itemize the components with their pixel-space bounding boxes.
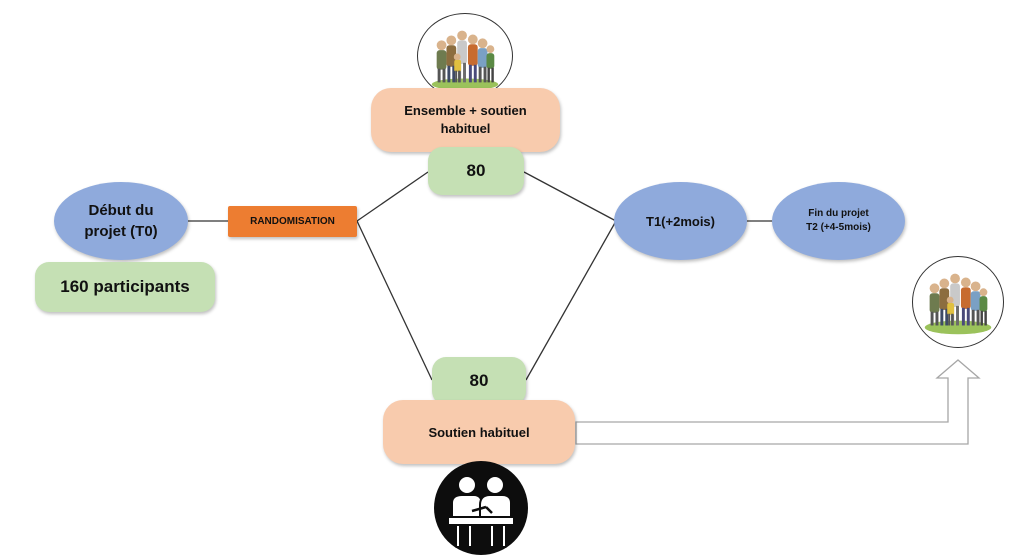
arm-control-count: 80 — [432, 357, 526, 405]
arm-control-label: Soutien habituel — [428, 424, 530, 440]
randomisation-box: RANDOMISATION — [228, 206, 357, 237]
line-randomisation-to-bottom — [356, 220, 433, 381]
participants-label: 160 participants — [60, 277, 190, 296]
arm-intervention-box: Ensemble + soutien habituel — [371, 88, 560, 152]
group-top-icon — [417, 13, 513, 99]
line-top-to-t1 — [523, 171, 617, 222]
arm-control-count-value: 80 — [469, 371, 489, 390]
t1-label: T1(+2mois) — [646, 213, 715, 229]
group-of-people-icon — [431, 30, 499, 91]
line-randomisation-to-top — [356, 171, 429, 222]
end-line1: Fin du projet — [808, 208, 869, 219]
start-line1: Début du — [88, 202, 154, 219]
consultation-icon — [447, 475, 515, 548]
consultation-icon-circle — [434, 461, 528, 555]
group-of-people-icon — [924, 273, 992, 335]
group-right-icon — [912, 256, 1004, 348]
arm-control-box: Soutien habituel — [383, 400, 575, 464]
participants-box: 160 participants — [35, 262, 215, 312]
start-node: Début du projet (T0) — [54, 182, 188, 260]
start-line2: projet (T0) — [84, 223, 158, 240]
hollow-arrow — [575, 359, 981, 445]
arm-intervention-count-value: 80 — [466, 161, 486, 180]
t1-node: T1(+2mois) — [614, 182, 747, 260]
end-node: Fin du projet T2 (+4-5mois) — [772, 182, 905, 260]
arm-intervention-line1: Ensemble + soutien — [404, 103, 527, 118]
randomisation-label: RANDOMISATION — [250, 216, 335, 227]
arm-intervention-count: 80 — [428, 147, 524, 195]
arm-intervention-line2: habituel — [440, 121, 491, 136]
line-bottom-to-t1 — [525, 220, 617, 381]
end-line2: T2 (+4-5mois) — [806, 222, 871, 233]
